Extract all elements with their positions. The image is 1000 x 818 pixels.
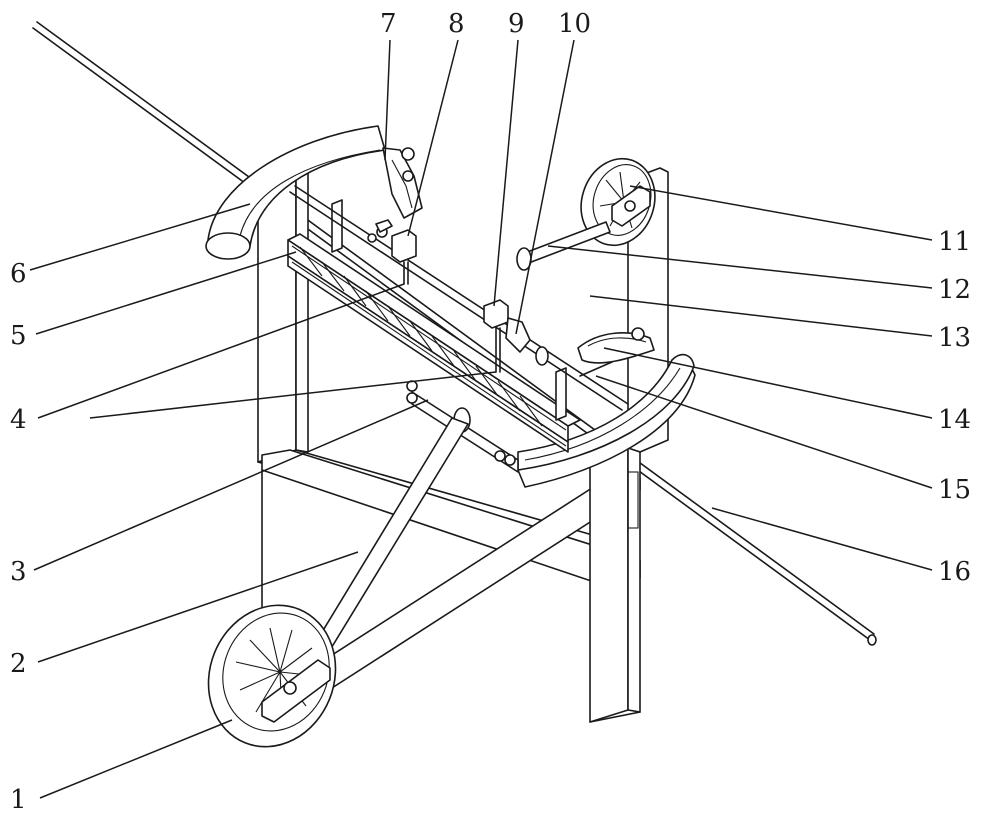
label-9: 9 bbox=[508, 9, 525, 39]
label-7: 7 bbox=[380, 9, 397, 39]
front-wheel bbox=[207, 604, 337, 748]
right-arc-shield bbox=[517, 353, 696, 488]
label-8: 8 bbox=[448, 9, 465, 39]
label-14: 14 bbox=[938, 405, 971, 435]
left-arc-shield bbox=[205, 125, 386, 260]
truss-beam bbox=[287, 199, 581, 453]
label-12: 12 bbox=[938, 275, 971, 305]
label-4: 4 bbox=[10, 405, 27, 435]
slider-assembly-lower bbox=[483, 299, 549, 373]
upper-guide-rod bbox=[289, 185, 629, 411]
lower-clamp bbox=[577, 327, 655, 377]
label-3: 3 bbox=[10, 557, 27, 587]
drive-rod bbox=[516, 221, 611, 271]
slider-assembly-upper bbox=[367, 219, 417, 285]
long-rod bbox=[32, 21, 877, 646]
label-6: 6 bbox=[10, 259, 27, 289]
label-10: 10 bbox=[558, 9, 591, 39]
label-11: 11 bbox=[938, 227, 971, 257]
label-15: 15 bbox=[938, 475, 971, 505]
label-13: 13 bbox=[938, 323, 971, 353]
label-5: 5 bbox=[10, 321, 27, 351]
upper-clamp bbox=[382, 147, 423, 219]
leader-lines bbox=[29, 39, 933, 799]
label-1: 1 bbox=[10, 785, 27, 815]
label-16: 16 bbox=[938, 557, 971, 587]
label-2: 2 bbox=[10, 649, 27, 679]
front-post bbox=[589, 447, 641, 723]
part-labels: 1 2 3 4 5 6 7 8 9 10 11 12 13 14 15 16 bbox=[10, 9, 971, 815]
